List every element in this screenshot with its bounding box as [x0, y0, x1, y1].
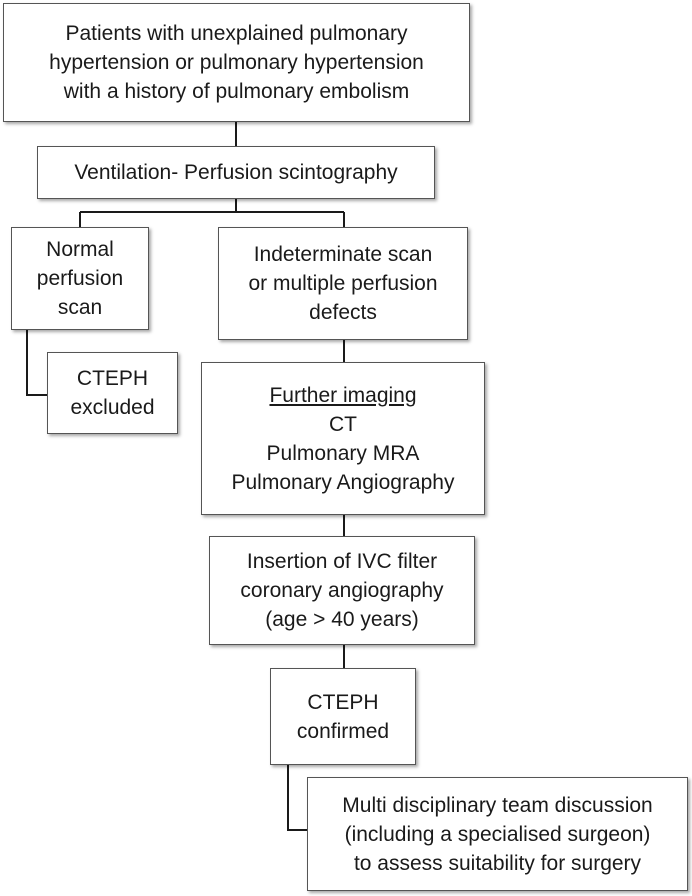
further-imaging-item-2: Pulmonary MRA — [266, 441, 420, 465]
mdt-line-1: Multi disciplinary team discussion — [342, 793, 653, 817]
ivc-filter-line-1: Insertion of IVC filter — [246, 550, 438, 573]
ivc-filter-line-3: (age > 40 years) — [265, 608, 419, 631]
further-imaging-heading: Further imaging — [269, 383, 417, 407]
normal-scan-line-2: perfusion — [36, 267, 124, 290]
connector-normal-to-excluded — [26, 330, 47, 396]
vq-scan-line-1: Ventilation- Perfusion scintography — [74, 161, 398, 184]
indeterminate-line-1: Indeterminate scan — [253, 243, 433, 266]
further-imaging-item-3: Pulmonary Angiography — [231, 470, 455, 494]
further-imaging-box: Further imaging CT Pulmonary MRA Pulmona… — [201, 362, 485, 515]
cteph-confirmed-line-2: confirmed — [296, 719, 390, 743]
cteph-excluded-line-2: excluded — [70, 396, 155, 419]
start-line-1: Patients with unexplained pulmonary — [65, 22, 408, 45]
normal-scan-box: Normal perfusion scan — [11, 227, 149, 330]
ivc-filter-box: Insertion of IVC filter coronary angiogr… — [209, 536, 475, 645]
further-imaging-item-1: CT — [329, 412, 357, 436]
indeterminate-line-3: defects — [309, 301, 377, 324]
cteph-excluded-box: CTEPH excluded — [47, 352, 178, 434]
normal-scan-line-1: Normal — [46, 238, 114, 261]
ivc-filter-line-2: coronary angiography — [240, 579, 444, 602]
mdt-line-3: to assess suitability for surgery — [353, 851, 642, 875]
cteph-confirmed-line-1: CTEPH — [307, 690, 379, 714]
indeterminate-box: Indeterminate scan or multiple perfusion… — [218, 227, 468, 340]
vq-scan-box: Ventilation- Perfusion scintography — [37, 146, 435, 199]
cteph-confirmed-box: CTEPH confirmed — [270, 668, 416, 765]
start-line-2: hypertension or pulmonary hypertension — [49, 51, 424, 74]
indeterminate-line-2: or multiple perfusion — [248, 272, 438, 295]
start-box: Patients with unexplained pulmonary hype… — [3, 3, 470, 122]
start-line-3: with a history of pulmonary embolism — [63, 80, 410, 103]
mdt-line-2: (including a specialised surgeon) — [344, 822, 651, 846]
connector-confirmed-to-mdt — [287, 765, 307, 831]
normal-scan-line-3: scan — [57, 296, 103, 319]
mdt-box: Multi disciplinary team discussion (incl… — [307, 777, 688, 891]
cteph-excluded-line-1: CTEPH — [76, 367, 149, 390]
